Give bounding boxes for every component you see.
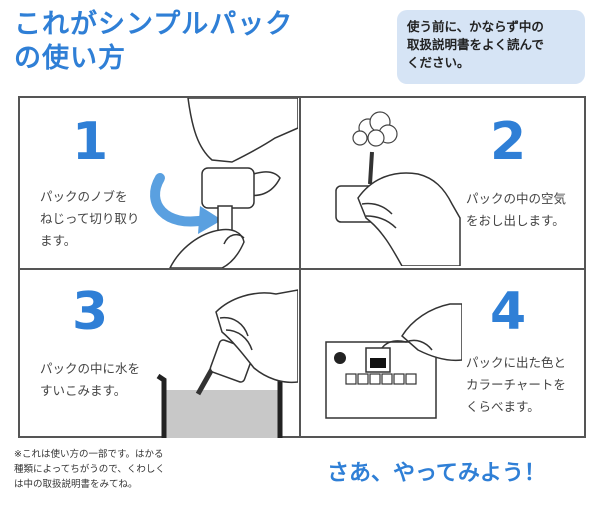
step-3-text: パックの中に水を すいこみます。 [40, 358, 140, 402]
color-swatch-row [345, 373, 417, 385]
air-puff-icon [352, 111, 398, 147]
step-3-line-1: パックの中に水を [40, 361, 141, 376]
title-line-2: の使い方 [14, 43, 126, 74]
step-4-illustration [325, 303, 462, 419]
notice-line-2: 取扱説明書をよく読んで [407, 37, 544, 52]
title-line-1: これがシンプルパック [14, 9, 294, 40]
step-1-line-2: ねじって切り取り [40, 211, 140, 226]
footnote: ※これは使い方の一部です。はかる 種類によってちがうので、くわしく は中の取扱説… [14, 447, 165, 492]
step-4-line-1: パックに出た色と [466, 355, 567, 370]
grid-divider-vertical [299, 96, 301, 438]
twist-arrow-icon [150, 173, 210, 227]
call-to-action: さあ、やってみよう！ [327, 461, 546, 486]
notice-box: 使う前に、かならず中の 取扱説明書をよく読んで ください。 [397, 10, 585, 84]
step-2-illustration [335, 111, 461, 266]
footnote-line-2: 種類によってちがうので、くわしく [14, 464, 165, 475]
step-1-number: 1 [72, 112, 109, 172]
step-1-line-1: パックのノブを [40, 189, 128, 204]
notice-line-3: ください。 [407, 55, 470, 70]
step-2-line-1: パックの中の空気 [466, 191, 567, 206]
footnote-line-3: は中の取扱説明書をみてね。 [14, 479, 138, 490]
step-1-line-3: ます。 [40, 233, 77, 248]
step-3-number: 3 [72, 282, 109, 342]
steps-grid [18, 96, 586, 438]
footnote-line-1: ※これは使い方の一部です。はかる [14, 449, 164, 460]
page-title: これがシンプルパック の使い方 [14, 8, 293, 76]
water-level [164, 390, 280, 438]
step-4-text: パックに出た色と カラーチャートを くらべます。 [466, 352, 566, 418]
step-3-line-2: すいこみます。 [40, 383, 127, 398]
step-4-line-2: カラーチャートを [466, 377, 566, 392]
step-1-text: パックのノブを ねじって切り取り ます。 [40, 186, 139, 252]
step-1-illustration [150, 98, 298, 268]
step-4-number: 4 [490, 282, 527, 342]
step-2-line-2: をおし出します。 [466, 213, 565, 228]
notice-line-1: 使う前に、かならず中の [407, 19, 544, 34]
step-4-line-3: くらべます。 [466, 399, 540, 414]
grid-divider-horizontal [18, 268, 586, 270]
step-2-number: 2 [490, 112, 527, 172]
step-3-illustration [156, 289, 298, 438]
step-2-text: パックの中の空気 をおし出します。 [466, 188, 566, 232]
